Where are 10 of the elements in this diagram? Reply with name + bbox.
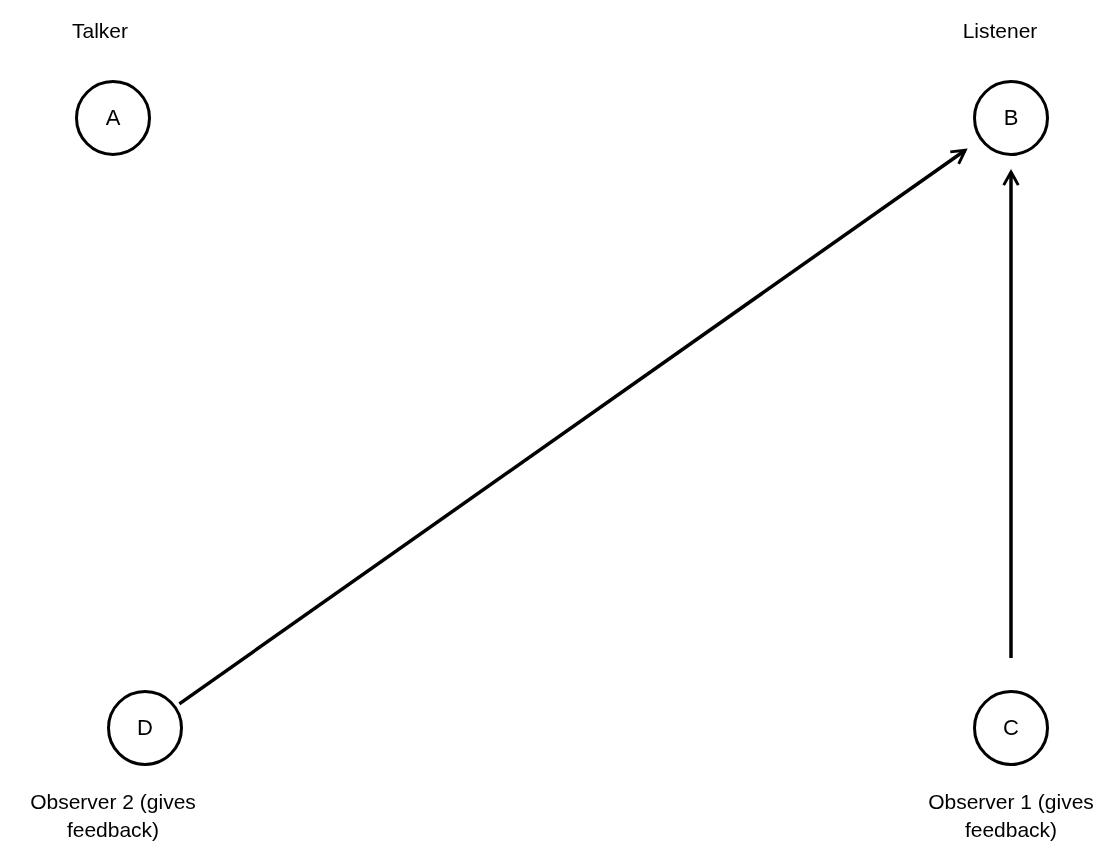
node-caption: Observer 1 (gives feedback) <box>927 789 1095 843</box>
node-letter: A <box>105 105 121 131</box>
node-caption: Listener <box>961 18 1039 44</box>
node-letter: B <box>1003 105 1019 131</box>
arrow <box>1002 170 1020 658</box>
node-caption: Talker <box>71 18 129 44</box>
node-letter: C <box>1003 715 1019 741</box>
node-caption: Observer 2 (gives feedback) <box>29 789 197 843</box>
node-letter: D <box>137 715 153 741</box>
arrow <box>178 148 967 706</box>
